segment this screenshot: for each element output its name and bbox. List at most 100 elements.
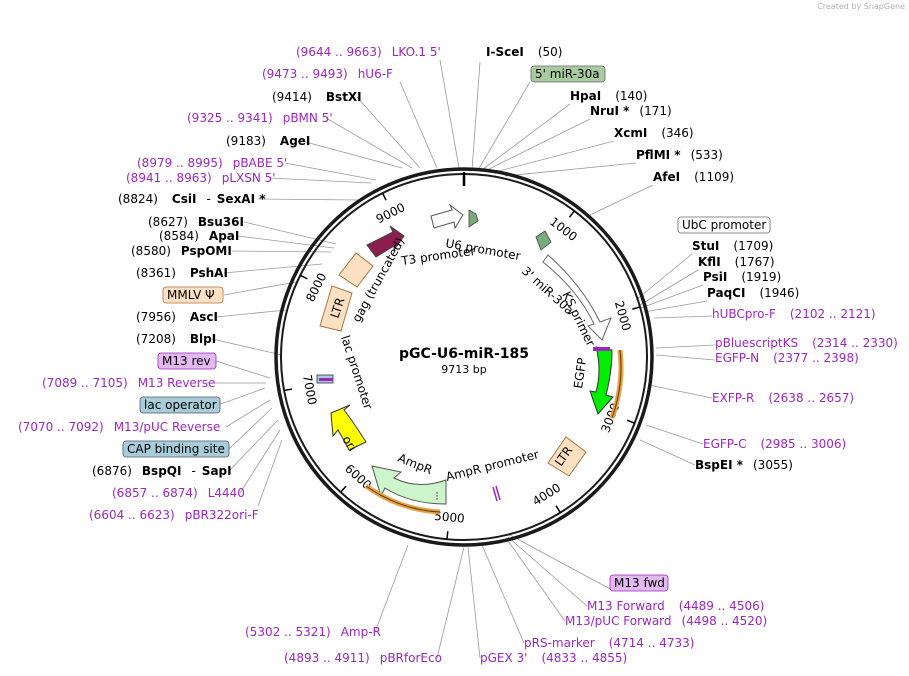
site-bspqi: BspQI <box>142 464 182 478</box>
leader-line <box>507 536 588 607</box>
mir30a-5-label: 5' miR-30a <box>535 67 600 81</box>
leader-line <box>215 360 271 379</box>
svg-text:pBluescriptKS(2314 .. 2330): pBluescriptKS(2314 .. 2330) <box>715 336 898 350</box>
svg-text:EGFP-N(2377 .. 2398): EGFP-N(2377 .. 2398) <box>715 351 859 365</box>
site-isecei: I-SceI <box>486 45 524 59</box>
site-nrui: NruI * <box>590 104 630 118</box>
leader-line <box>505 537 566 622</box>
ltr-5-box[interactable] <box>319 285 353 332</box>
primer-lko1-5: LKO.1 5' <box>392 45 441 59</box>
leader-line <box>356 96 421 169</box>
tick-label: 8000 <box>303 271 329 305</box>
m13-fwd-label: M13 fwd <box>614 576 665 590</box>
ubc-promoter-arrow[interactable] <box>542 254 612 341</box>
leader-line <box>655 344 716 349</box>
svg-text:M13/pUC Forward(4498 .. 4520): M13/pUC Forward(4498 .. 4520) <box>565 614 767 628</box>
site-bstxi: BstXI <box>326 90 362 104</box>
svg-text:(6857 .. 6874)L4440: (6857 .. 6874)L4440 <box>112 486 245 500</box>
leader-lines <box>206 59 716 659</box>
ltr-3-box[interactable] <box>547 436 587 477</box>
site-paqci: PaqCI <box>707 286 745 300</box>
leader-line <box>228 419 279 472</box>
gag-arrow[interactable] <box>366 225 405 258</box>
ampr-orf-line <box>365 485 441 513</box>
mir30a-5-box[interactable] <box>530 65 606 83</box>
site-apai: ApaI <box>209 229 239 243</box>
primer-pbluescriptks: pBluescriptKS <box>715 336 798 350</box>
m13-rev-box[interactable] <box>157 352 217 370</box>
leader-line <box>640 284 704 309</box>
svg-text:BspEI *(3055): BspEI *(3055) <box>695 458 793 472</box>
mmlv-psi-label-box[interactable] <box>162 286 224 304</box>
primer-m13puc-forward: M13/pUC Forward <box>565 614 672 628</box>
svg-text:(9414)BstXI: (9414)BstXI <box>272 90 362 104</box>
lac-promoter-label: lac promoter <box>338 334 375 411</box>
site-blpi: BlpI <box>190 332 216 346</box>
egfp-arrow[interactable] <box>589 346 614 415</box>
leader-line <box>481 544 525 644</box>
m13-fwd-box[interactable] <box>609 574 669 592</box>
svg-text:(9644 .. 9663)LKO.1 5': (9644 .. 9663)LKO.1 5' <box>296 45 441 59</box>
primer-pgex3: pGEX 3' <box>480 651 527 665</box>
lac-operator-label-box[interactable] <box>139 396 221 414</box>
u6-promoter-arrow[interactable] <box>468 209 479 228</box>
leader-line <box>284 162 377 181</box>
leader-line <box>481 103 571 171</box>
egfp-primer-bar <box>593 347 610 351</box>
leader-line <box>477 81 531 171</box>
m13rev-bar <box>319 378 333 381</box>
svg-text:(9473 .. 9493)hU6-F: (9473 .. 9493)hU6-F <box>262 67 393 81</box>
leader-line <box>257 198 361 201</box>
svg-text:I-SceI(50): I-SceI(50) <box>486 45 562 59</box>
leader-line <box>225 399 271 428</box>
site-xcmi: XcmI <box>614 126 647 140</box>
lac-operator-label: lac operator <box>144 398 217 412</box>
svg-text:PflMI *(533): PflMI *(533) <box>636 148 723 162</box>
mmlv-psi-label: MMLV Ψ <box>167 288 215 302</box>
leader-line <box>645 424 704 445</box>
leader-line <box>655 354 716 361</box>
leader-line <box>471 61 481 171</box>
leader-line <box>239 429 281 494</box>
ampr-label: AmpR <box>396 451 434 477</box>
svg-text:StuI(1709): StuI(1709) <box>692 239 773 253</box>
ori-arrow[interactable] <box>330 404 367 451</box>
site-afei: AfeI <box>653 170 680 184</box>
plasmid-length: 9713 bp <box>441 363 486 376</box>
svg-text:AfeI(1109): AfeI(1109) <box>653 170 734 184</box>
t3-promoter-arrow[interactable] <box>430 203 464 230</box>
tick-label: 7000 <box>300 373 319 406</box>
leader-line <box>439 59 460 169</box>
primer-m13puc-reverse: M13/pUC Reverse <box>114 420 221 434</box>
site-bsu36i: Bsu36I <box>198 215 244 229</box>
site-labels: I-SceI(50) HpaI(140) NruI *(171) XcmI(34… <box>18 45 898 665</box>
svg-text:(8979 .. 8995)pBABE 5': (8979 .. 8995)pBABE 5' <box>137 156 287 170</box>
leader-line <box>494 140 615 173</box>
credit-text: Created by SnapGene <box>817 2 905 11</box>
ubc-promoter-box[interactable] <box>677 216 771 234</box>
leader-line <box>639 439 696 466</box>
svg-text:HpaI(140): HpaI(140) <box>570 89 647 103</box>
egfp-label: EGFP <box>571 357 589 390</box>
leader-line <box>504 162 637 177</box>
leader-line <box>223 263 323 274</box>
svg-text:(8941 .. 8963)pLXSN 5': (8941 .. 8963)pLXSN 5' <box>126 171 276 185</box>
primer-hubcpro-f: hUBCpro-F <box>712 307 776 321</box>
primer-l4440: L4440 <box>208 486 245 500</box>
mir30a-3-arrow[interactable] <box>535 230 552 251</box>
cap-binding-box[interactable] <box>122 440 230 458</box>
mmlv-psi-box[interactable] <box>338 252 374 288</box>
site-agei: AgeI <box>280 134 310 148</box>
svg-text:(7089 .. 7105)M13 Reverse: (7089 .. 7105)M13 Reverse <box>42 376 215 390</box>
svg-text:XcmI(346): XcmI(346) <box>614 126 694 140</box>
site-hpai: HpaI <box>570 89 601 103</box>
svg-text:(6876)BspQI-SapI: (6876)BspQI-SapI <box>92 464 232 478</box>
feature-boxes: 5' miR-30a UbC promoter MMLV Ψ M13 rev l… <box>122 65 771 592</box>
tick-label: 1000 <box>547 215 580 245</box>
leader-line <box>211 338 283 356</box>
leader-line <box>436 546 465 659</box>
svg-text:(8584)ApaI: (8584)ApaI <box>159 229 239 243</box>
egfp-orf-line <box>611 349 622 419</box>
site-asci: AscI <box>190 310 218 324</box>
leader-line <box>325 117 413 169</box>
